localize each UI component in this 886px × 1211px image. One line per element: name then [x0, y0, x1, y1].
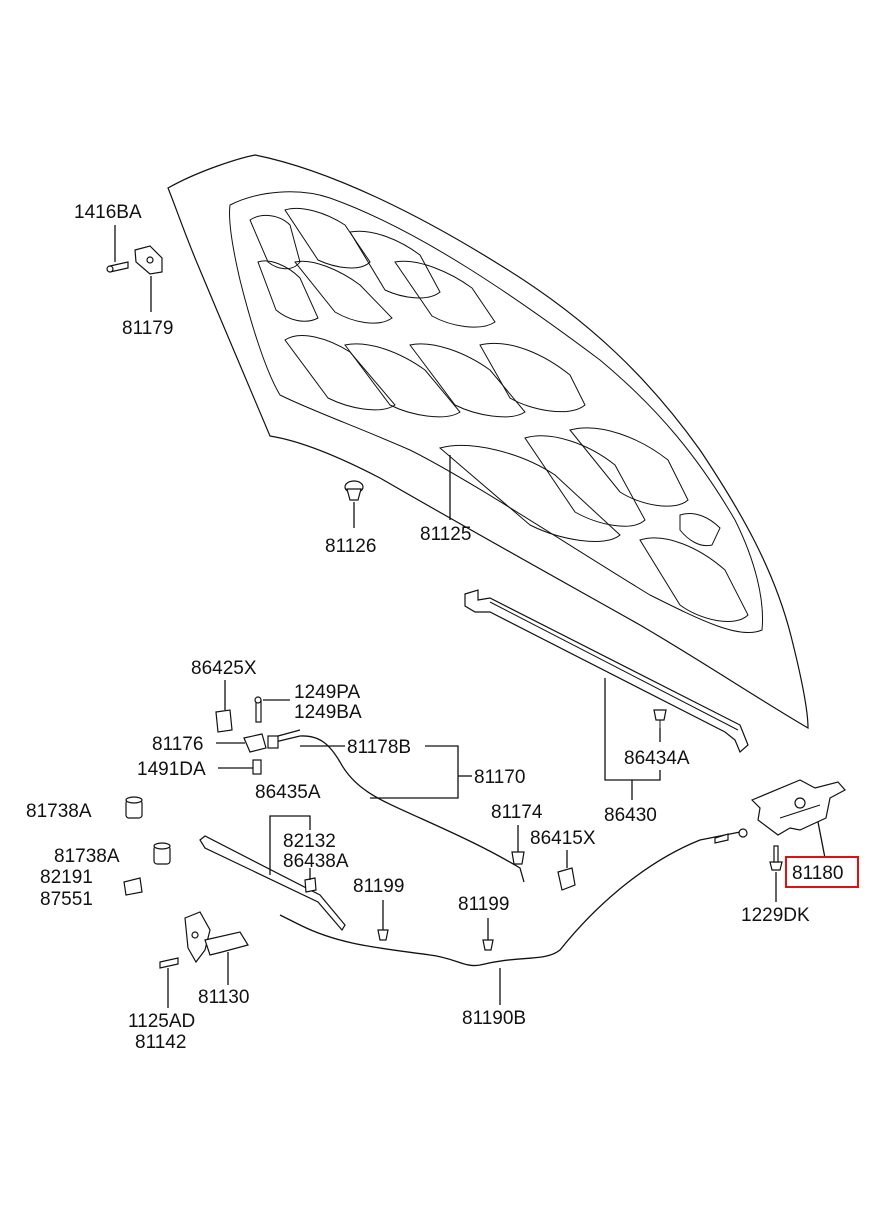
- cable-81190B: [279, 831, 741, 967]
- label-86415X: 86415X: [530, 828, 596, 849]
- support-81176: [243, 696, 267, 775]
- label-81190B: 81190B: [462, 1008, 526, 1029]
- clip-86415X: [557, 867, 576, 891]
- bolt-1416BA: [106, 261, 129, 273]
- seal-86430: [464, 589, 749, 754]
- highlight-box-81180: [785, 856, 859, 888]
- label-81738A-1: 81738A: [26, 801, 92, 822]
- label-81178B: 81178B: [347, 737, 411, 758]
- label-1125AD: 1125AD: [128, 1011, 195, 1032]
- label-81126: 81126: [325, 536, 376, 557]
- label-81174: 81174: [491, 802, 543, 823]
- label-81199-a: 81199: [353, 876, 404, 897]
- label-82191: 82191: [40, 867, 93, 888]
- label-86438A: 86438A: [283, 851, 349, 872]
- label-81738A-2: 81738A: [54, 846, 120, 867]
- label-81170: 81170: [474, 767, 525, 788]
- clip-86438A: [304, 877, 317, 893]
- clip-81174: [511, 851, 525, 865]
- label-86435A: 86435A: [255, 782, 321, 803]
- label-81142: 81142: [135, 1032, 186, 1053]
- hood-panel: [167, 154, 809, 730]
- bolt-1125AD: [159, 957, 179, 969]
- label-81125: 81125: [420, 524, 471, 545]
- leader-81170: [370, 745, 459, 799]
- bumper-82191: [123, 877, 143, 896]
- latch-81180: [750, 779, 846, 836]
- release-81130: [184, 911, 249, 964]
- label-87551: 87551: [40, 889, 93, 910]
- label-81130: 81130: [198, 987, 249, 1008]
- leader-81180: [817, 821, 826, 859]
- clip-81199-a: [377, 929, 389, 941]
- clip-86434A: [653, 709, 667, 728]
- bumper-81738A-1: [125, 796, 143, 819]
- label-81176: 81176: [152, 734, 203, 755]
- label-1249PA: 1249PA: [294, 682, 361, 703]
- label-86430: 86430: [604, 805, 657, 826]
- bracket-86435A: [199, 835, 346, 932]
- label-1416BA: 1416BA: [74, 202, 142, 223]
- label-86425X: 86425X: [191, 658, 257, 679]
- bumper-81126: [344, 480, 364, 501]
- bumper-81738A-2: [153, 842, 171, 865]
- hinge-81179: [134, 245, 163, 275]
- label-1249BA: 1249BA: [294, 702, 362, 723]
- label-81180: 81180: [792, 863, 843, 884]
- label-1491DA: 1491DA: [137, 759, 206, 780]
- label-81199-b: 81199: [458, 894, 509, 915]
- leader-86435A: [269, 815, 311, 875]
- clip-86425X: [215, 709, 233, 733]
- label-82132: 82132: [283, 831, 336, 852]
- rod-81178B: [274, 735, 525, 883]
- clip-81199-b: [482, 939, 494, 951]
- label-86434A: 86434A: [624, 748, 690, 769]
- bolt-1229DK: [769, 845, 783, 871]
- label-1229DK: 1229DK: [741, 905, 810, 926]
- label-81179: 81179: [122, 318, 173, 339]
